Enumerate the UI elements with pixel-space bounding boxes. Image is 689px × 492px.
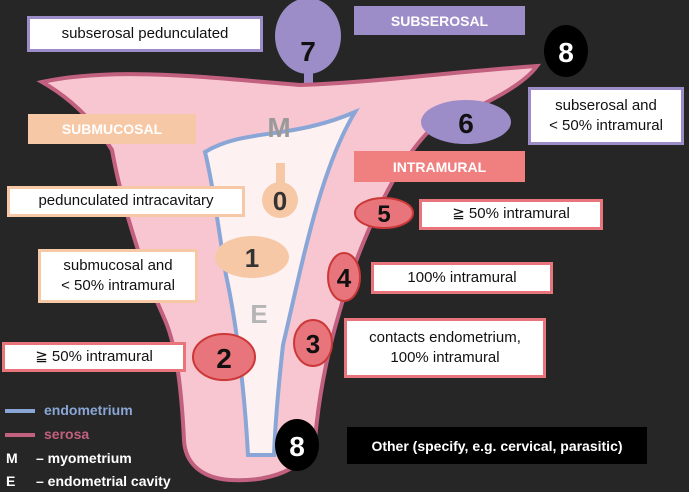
fibroid-8-cervical-number: 8 [289, 431, 305, 462]
legend-m-key: M [6, 450, 18, 466]
legend-e-key: E [6, 473, 16, 489]
fibroid-1 [215, 236, 289, 278]
type-7-description: subserosal pedunculated [27, 16, 263, 52]
type-3-description: contacts endometrium, 100% intramural [344, 318, 546, 378]
intramural-banner: INTRAMURAL [354, 151, 525, 182]
subserosal-banner: SUBSEROSAL [354, 6, 525, 35]
legend-endometrial-cavity: – endometrial cavity [36, 473, 171, 489]
fibroid-4 [327, 252, 361, 302]
legend-myometrium: – myometrium [36, 450, 132, 466]
fibroid-0-stalk [276, 163, 285, 187]
legend-serosa: serosa [44, 426, 90, 442]
type-1-description: submucosal and < 50% intramural [38, 249, 198, 303]
fibroid-1-number: 1 [245, 243, 259, 273]
type-4-description: 100% intramural [371, 262, 553, 294]
fibroid-0 [262, 182, 298, 218]
submucosal-banner: SUBMUCOSAL [28, 114, 196, 144]
endometrium-swatch [5, 409, 35, 413]
fibroid-3-number: 3 [306, 329, 320, 359]
fibroid-6-number: 6 [458, 108, 474, 139]
fibroid-2 [192, 333, 256, 381]
fibroid-0-number: 0 [273, 186, 287, 216]
fibroid-6 [421, 100, 511, 144]
fibroid-5 [354, 197, 414, 229]
fibroid-4-number: 4 [337, 263, 352, 293]
serosa-swatch [5, 433, 35, 437]
fibroid-3 [293, 319, 333, 367]
type-8-description: Other (specify, e.g. cervical, parasitic… [347, 427, 647, 464]
myometrium-letter: M [267, 112, 290, 143]
cavity-letter: E [250, 299, 267, 329]
type-6-description: subserosal and < 50% intramural [528, 87, 684, 145]
fibroid-8-top-number: 8 [558, 37, 574, 68]
fibroid-8-top [544, 25, 588, 77]
fibroid-8-cervical [275, 419, 319, 471]
fibroid-7-number: 7 [300, 36, 316, 67]
fibroid-2-number: 2 [216, 343, 232, 374]
fibroid-7 [275, 0, 341, 74]
type-5-description: ≧ 50% intramural [419, 199, 603, 230]
type-2-description: ≧ 50% intramural [2, 342, 186, 372]
legend-endometrium: endometrium [44, 402, 133, 418]
fibroid-5-number: 5 [377, 201, 390, 228]
type-0-description: pedunculated intracavitary [7, 186, 245, 217]
